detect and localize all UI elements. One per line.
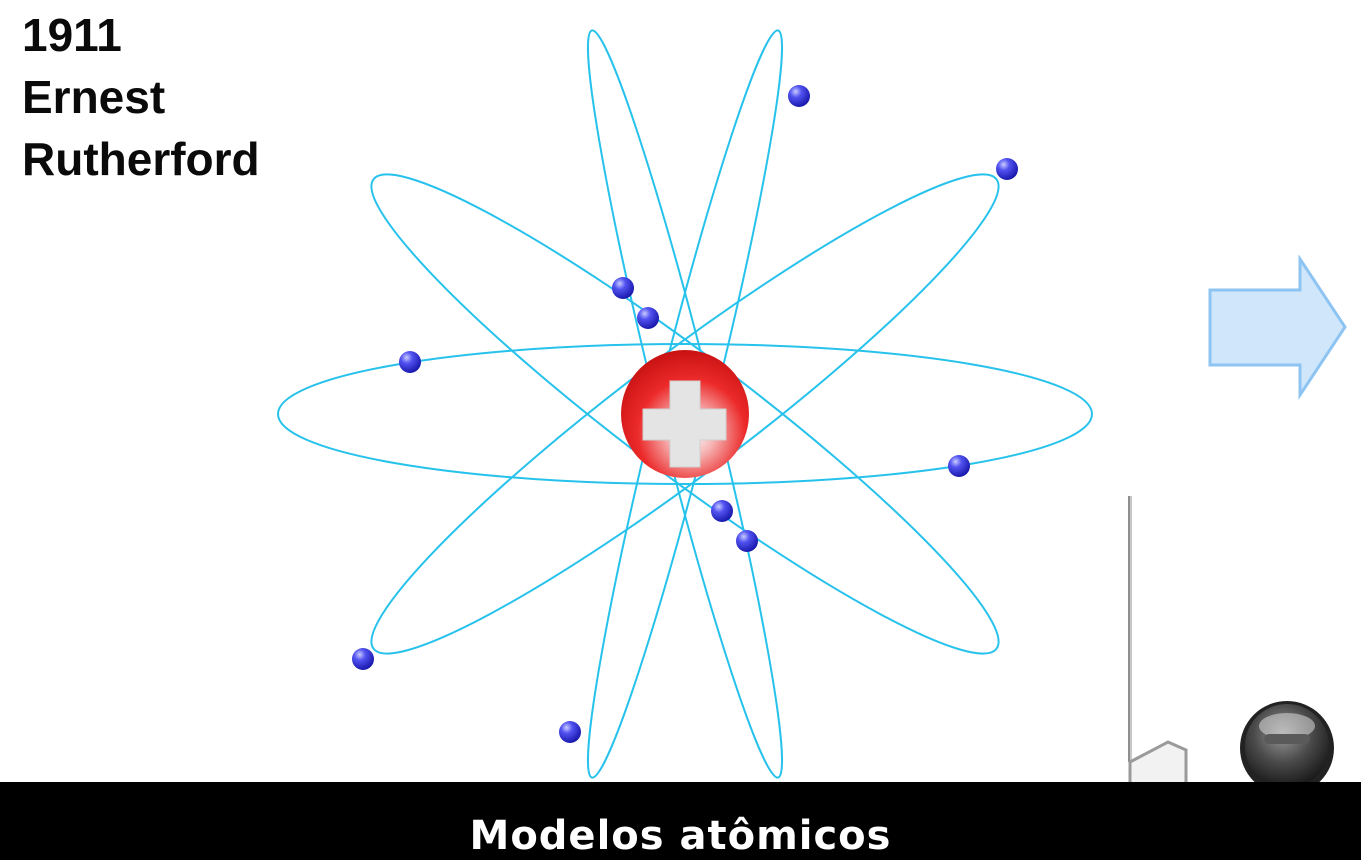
slide-heading: 1911 Ernest Rutherford	[22, 4, 260, 190]
right-arrow-icon[interactable]	[1205, 255, 1350, 400]
electron	[711, 500, 733, 522]
electron	[996, 158, 1018, 180]
footer-bar: Modelos atômicos	[0, 782, 1361, 860]
heading-year: 1911	[22, 9, 122, 61]
electrons	[352, 85, 1018, 743]
pendulum-weight	[1128, 740, 1188, 782]
rutherford-atom-diagram	[277, 29, 1093, 779]
electron	[788, 85, 810, 107]
footer-title: Modelos atômicos	[469, 813, 892, 859]
nucleus	[621, 350, 749, 478]
electron	[948, 455, 970, 477]
electron	[352, 648, 374, 670]
electron	[612, 277, 634, 299]
orbit-horizontal	[277, 343, 1093, 485]
heading-last-name: Rutherford	[22, 133, 260, 185]
round-dark-button-icon[interactable]	[1236, 700, 1340, 790]
electron	[637, 307, 659, 329]
electron	[399, 351, 421, 373]
heading-first-name: Ernest	[22, 71, 166, 123]
plus-sign-icon	[642, 380, 727, 468]
pendulum-decoration	[1128, 496, 1188, 782]
electron	[559, 721, 581, 743]
electron	[736, 530, 758, 552]
